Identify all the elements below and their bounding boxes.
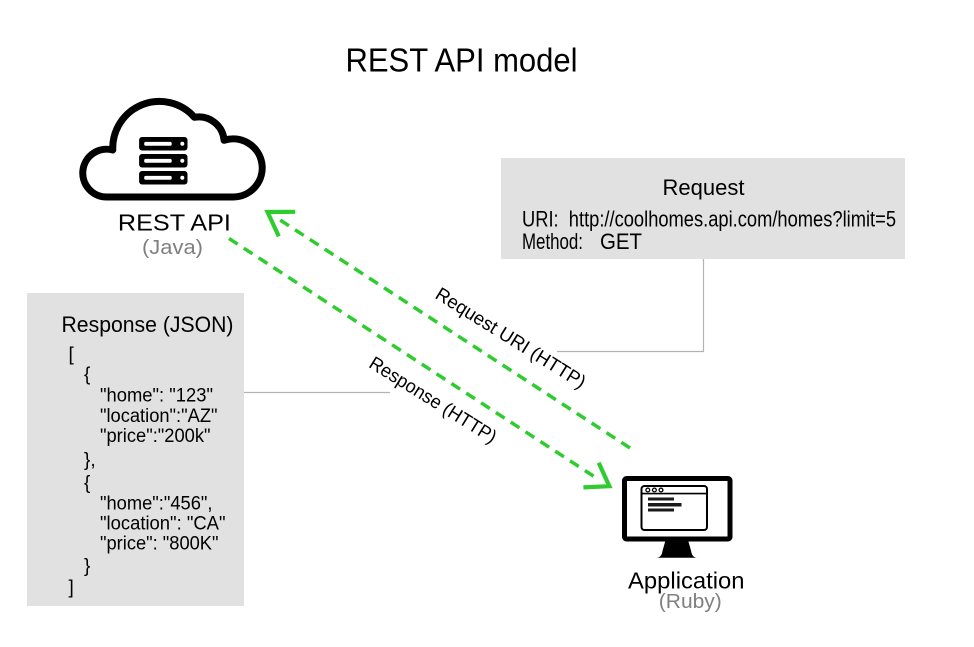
svg-text:]: ] [69, 578, 74, 599]
svg-text:(Java): (Java) [142, 237, 203, 259]
svg-text:"location":"AZ": "location":"AZ" [100, 406, 218, 427]
svg-text:"price": "800K": "price": "800K" [100, 534, 219, 555]
svg-text:Response (JSON): Response (JSON) [62, 312, 234, 337]
svg-text:(Ruby): (Ruby) [659, 591, 722, 613]
svg-text:}: } [84, 556, 90, 577]
svg-text:},: }, [84, 450, 96, 471]
svg-text:REST API model: REST API model [346, 42, 578, 79]
svg-text:"home": "123": "home": "123" [100, 386, 213, 407]
svg-text:Request: Request [663, 175, 745, 200]
svg-text:{: { [84, 473, 91, 494]
svg-text:Application: Application [628, 567, 745, 593]
svg-text:"location": "CA": "location": "CA" [100, 513, 226, 534]
svg-text:Method:: Method: [522, 229, 583, 254]
svg-text:REST API: REST API [118, 210, 231, 236]
svg-text:"home":"456",: "home":"456", [100, 493, 213, 514]
svg-text:"price":"200k": "price":"200k" [100, 426, 211, 447]
svg-text:GET: GET [600, 229, 642, 254]
svg-text:[: [ [69, 345, 75, 366]
svg-text:URI: http://coolhomes.api.com: URI: http://coolhomes.api.com/homes?limi… [522, 207, 896, 232]
svg-text:{: { [84, 365, 91, 386]
